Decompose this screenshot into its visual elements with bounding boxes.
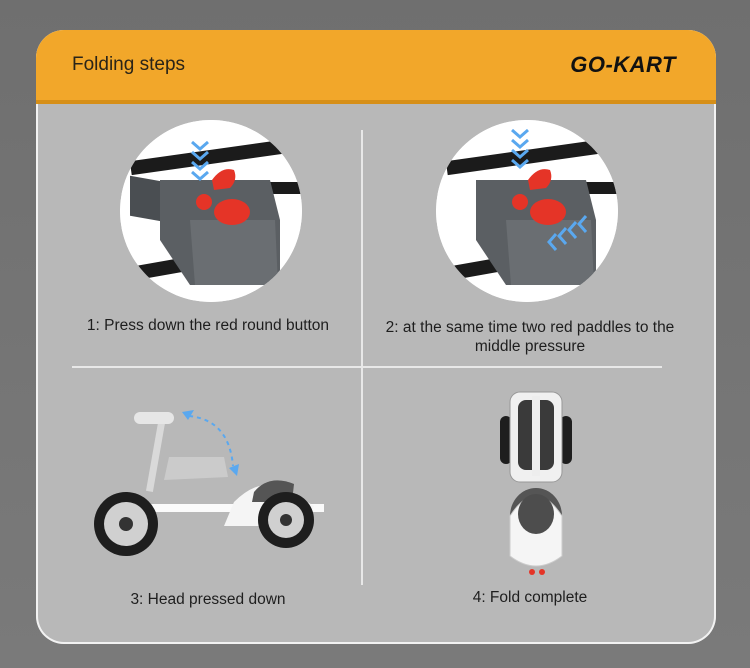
page-title: Folding steps [72,54,186,75]
step-2-caption: 2: at the same time two red paddles to t… [385,319,675,355]
folding-steps-card: Folding steps GO-KART 1: Press down the … [36,30,716,644]
brand-label: GO-KART [570,52,676,77]
step-2-image [436,120,618,302]
horizontal-divider [72,366,662,368]
step-3-image [74,402,334,562]
vertical-divider [361,130,363,585]
step-4-image [496,386,576,586]
header-bar: Folding steps GO-KART [36,30,716,104]
step-4-caption: 4: Fold complete [472,589,588,606]
step-1-caption: 1: Press down the red round button [86,317,330,334]
step-3-caption: 3: Head pressed down [130,591,286,608]
step-1-image [120,120,302,302]
